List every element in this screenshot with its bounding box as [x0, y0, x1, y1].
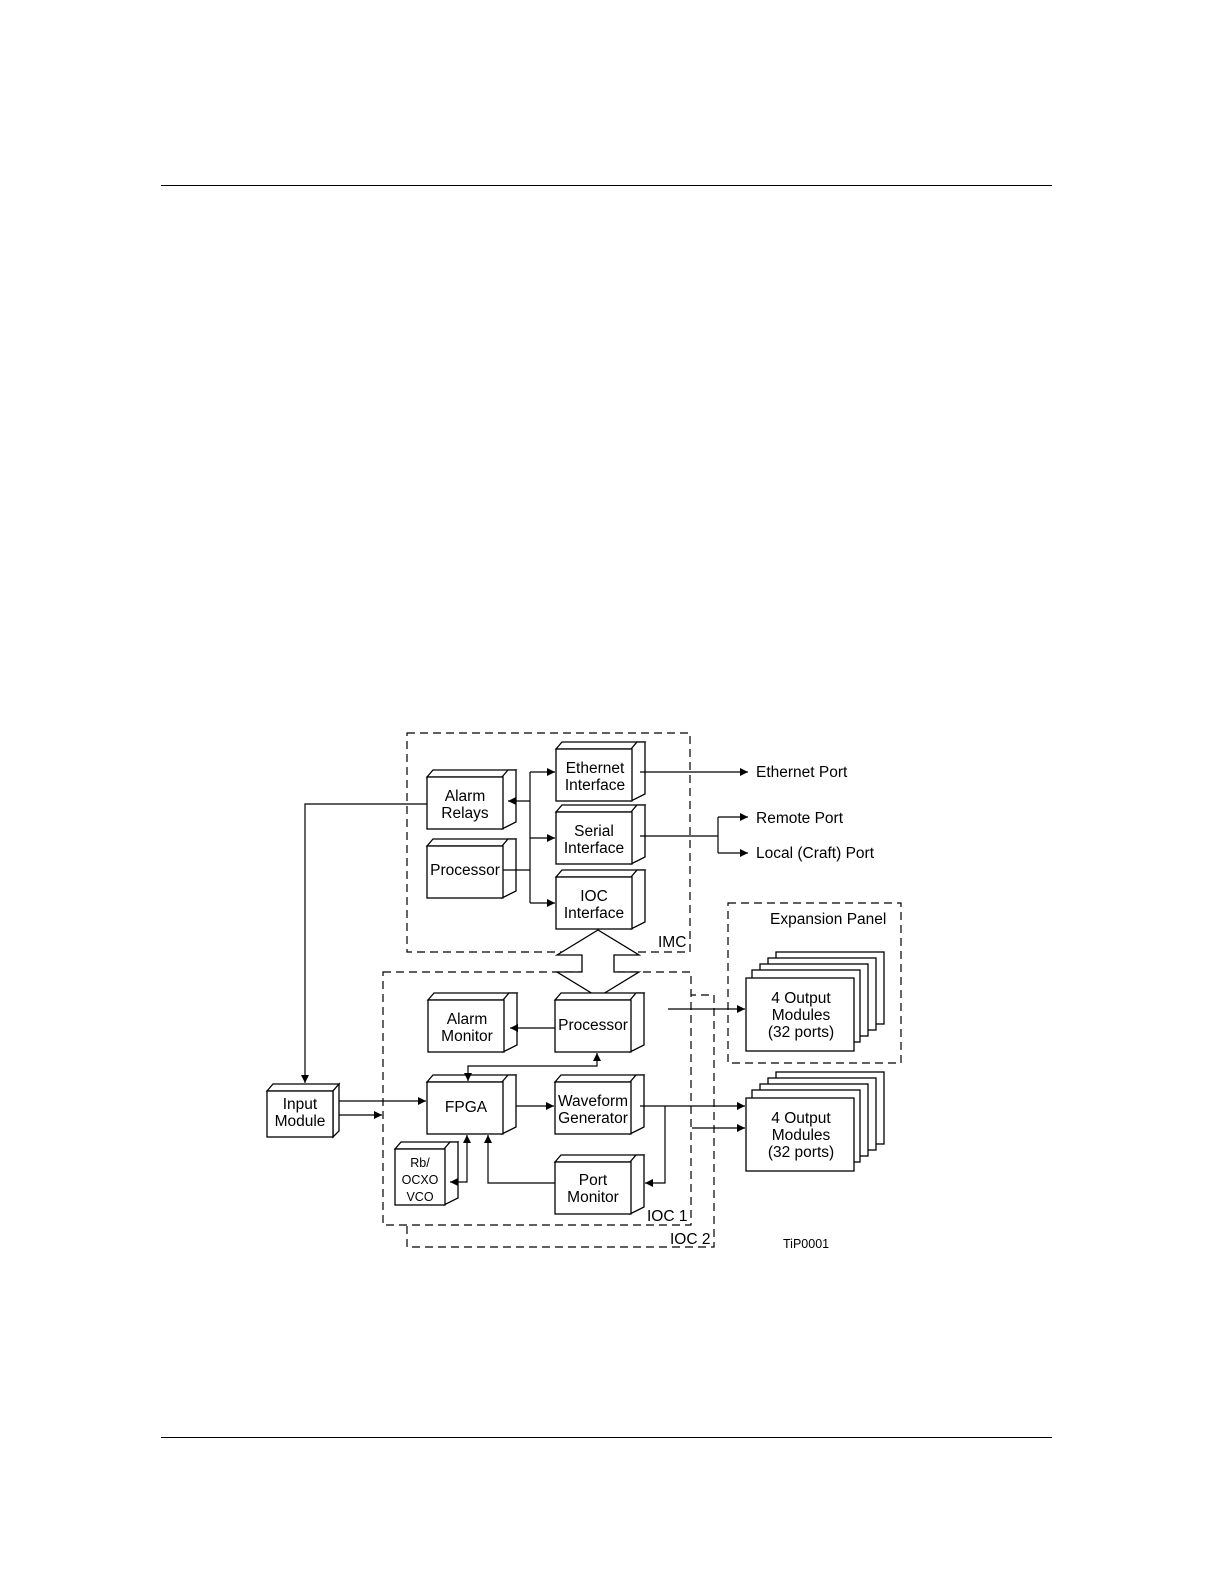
remote-port-label: Remote Port	[756, 810, 844, 827]
waveform-generator-label-1: Waveform	[558, 1093, 628, 1110]
processor-ioc-label: Processor	[558, 1017, 628, 1034]
alarm-monitor-label-2: Monitor	[441, 1028, 493, 1045]
output-modules-2-stack: 4 Output Modules (32 ports)	[745, 1071, 885, 1172]
fpga-label: FPGA	[445, 1099, 488, 1116]
waveform-generator-label-2: Generator	[558, 1110, 628, 1127]
output-modules-1-label-3: (32 ports)	[768, 1024, 834, 1041]
oscillator-label-2: OCXO	[402, 1173, 439, 1187]
input-module-label-1: Input	[283, 1096, 318, 1113]
dashed-regions	[382, 732, 902, 1248]
ioc2-label: IOC 2	[670, 1231, 710, 1248]
port-monitor-label-1: Port	[579, 1172, 608, 1189]
oscillator-label-3: VCO	[406, 1190, 433, 1204]
imc-label: IMC	[658, 934, 686, 951]
local-port-label: Local (Craft) Port	[756, 845, 875, 862]
output-modules-2-label-3: (32 ports)	[768, 1144, 834, 1161]
bus-double-arrow-shape	[554, 929, 642, 998]
serial-interface-label-2: Interface	[564, 840, 624, 857]
ioc1-label: IOC 1	[647, 1208, 687, 1225]
alarm-relays-block: Alarm Relays	[425, 769, 518, 831]
alarm-relays-label-1: Alarm	[445, 788, 485, 805]
figure-id: TiP0001	[783, 1237, 829, 1251]
alarm-monitor-block: Alarm Monitor	[426, 992, 519, 1054]
ioc-interface-label-1: IOC	[580, 888, 608, 905]
input-module-label-2: Module	[275, 1113, 326, 1130]
expansion-panel-region	[727, 902, 902, 1064]
output-modules-1-stack: 4 Output Modules (32 ports)	[745, 951, 885, 1052]
processor-imc-label: Processor	[430, 862, 500, 879]
oscillator-label-1: Rb/	[410, 1156, 430, 1170]
alarm-relays-label-2: Relays	[441, 805, 489, 822]
ethernet-interface-label-1: Ethernet	[566, 760, 625, 777]
connections	[301, 768, 748, 1187]
ioc-interface-label-2: Interface	[564, 905, 624, 922]
header-rule	[161, 185, 1052, 186]
serial-interface-label-1: Serial	[574, 823, 614, 840]
input-module-block: Input Module	[265, 1082, 341, 1139]
alarm-monitor-label-1: Alarm	[447, 1011, 487, 1028]
output-modules-1-label-2: Modules	[772, 1007, 831, 1024]
port-monitor-label-2: Monitor	[567, 1189, 619, 1206]
processor-imc-block: Processor	[425, 838, 518, 900]
processor-ioc-block: Processor	[553, 992, 646, 1054]
oscillator-block: Rb/ OCXO VCO	[393, 1141, 460, 1207]
ethernet-interface-block: Ethernet Interface	[554, 741, 647, 803]
footer-rule	[161, 1437, 1052, 1438]
imc-region	[406, 732, 691, 953]
serial-interface-block: Serial Interface	[554, 804, 647, 866]
ioc-interface-block: IOC Interface	[554, 869, 647, 931]
expansion-panel-label: Expansion Panel	[770, 911, 886, 928]
waveform-generator-block: Waveform Generator	[553, 1074, 646, 1136]
ioc2-region	[406, 994, 715, 1248]
output-modules-2-label-1: 4 Output	[771, 1110, 831, 1127]
fpga-block: FPGA	[425, 1074, 518, 1136]
ioc1-region	[382, 971, 692, 1226]
output-modules-1-label-1: 4 Output	[771, 990, 831, 1007]
port-monitor-block: Port Monitor	[553, 1154, 646, 1216]
ethernet-interface-label-2: Interface	[565, 777, 625, 794]
output-modules-2-label-2: Modules	[772, 1127, 831, 1144]
ethernet-port-label: Ethernet Port	[756, 764, 848, 781]
